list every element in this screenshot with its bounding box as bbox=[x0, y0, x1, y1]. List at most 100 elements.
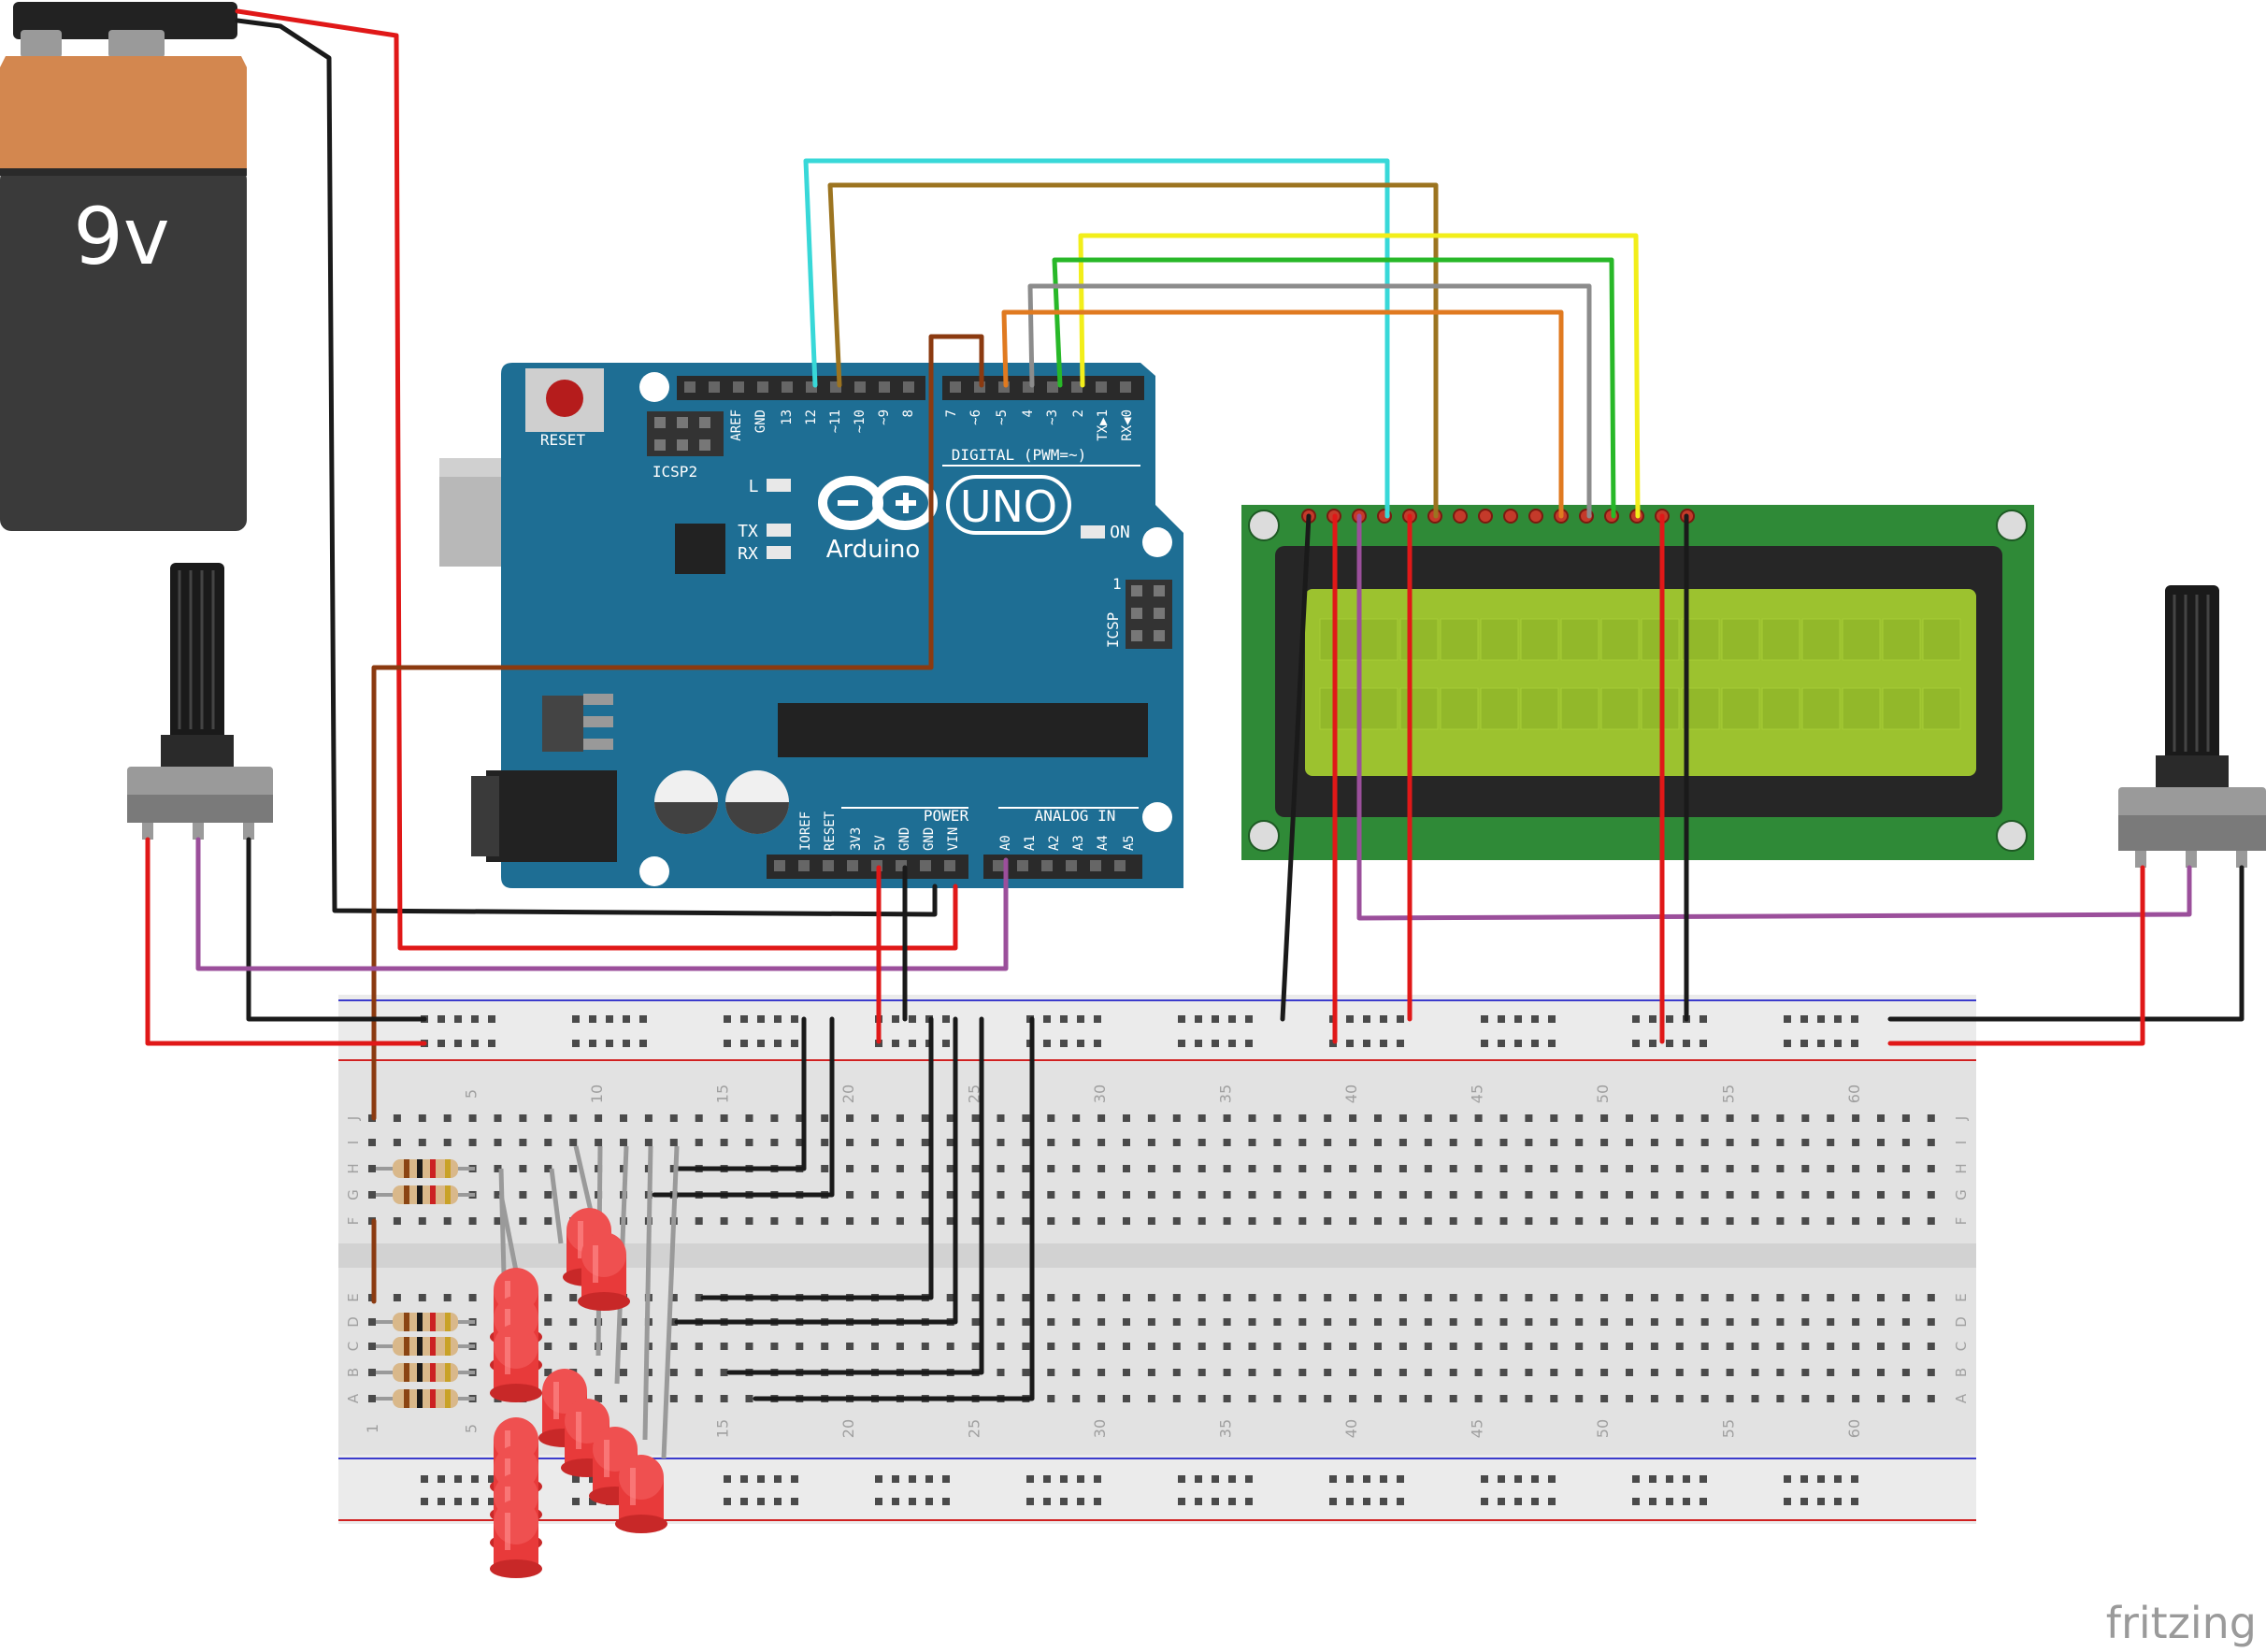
bottom-pin-label: A0 bbox=[998, 835, 1013, 851]
row-letter: B bbox=[1953, 1368, 1970, 1377]
top-pin-label: RX◀0 bbox=[1120, 409, 1135, 441]
model-label: UNO bbox=[960, 481, 1057, 532]
column-number: 25 bbox=[966, 1419, 983, 1438]
wire-pin6-brown bbox=[371, 334, 984, 1121]
led-array bbox=[490, 1208, 667, 1578]
bottom-pin-label: 3V3 bbox=[849, 827, 864, 851]
row-letter: A bbox=[345, 1393, 362, 1403]
top-pin-label: 12 bbox=[804, 409, 819, 425]
icsp2-label: ICSP2 bbox=[653, 463, 697, 481]
wire-pot-left-red bbox=[145, 837, 427, 1046]
wire-jumper-3 bbox=[700, 1016, 934, 1300]
row-letter: D bbox=[345, 1316, 362, 1328]
row-letter: J bbox=[345, 1116, 362, 1121]
top-pin-label: ~9 bbox=[877, 409, 892, 425]
wires bbox=[145, 8, 2244, 1401]
arduino-logo: UNO Arduino bbox=[818, 475, 1071, 564]
led-red bbox=[490, 1500, 542, 1578]
column-number: 50 bbox=[1594, 1085, 1612, 1103]
potentiometer-right bbox=[2118, 585, 2266, 868]
row-letter: G bbox=[345, 1189, 362, 1200]
column-number: 15 bbox=[714, 1419, 732, 1438]
row-letter: D bbox=[1953, 1316, 1970, 1328]
wire-battery-red bbox=[235, 8, 958, 951]
row-letter: I bbox=[1953, 1141, 1970, 1144]
top-pin-label: ~5 bbox=[995, 409, 1010, 425]
top-pin-label: ~11 bbox=[828, 409, 843, 433]
row-letter: B bbox=[345, 1368, 362, 1377]
bottom-pin-label: 5V bbox=[873, 835, 888, 851]
wire-jumper-6 bbox=[753, 1016, 1035, 1401]
row-letter: E bbox=[1953, 1293, 1970, 1301]
column-number: 20 bbox=[839, 1085, 857, 1103]
column-number: 35 bbox=[1217, 1419, 1235, 1438]
column-number: 30 bbox=[1091, 1085, 1109, 1103]
resistor bbox=[376, 1363, 475, 1382]
wire-olive bbox=[827, 182, 1439, 519]
wire-battery-black bbox=[235, 18, 938, 917]
bottom-pin-label: A5 bbox=[1122, 835, 1137, 851]
bottom-pin-label: A3 bbox=[1071, 835, 1086, 851]
resistor bbox=[376, 1389, 475, 1408]
wire-jumper-2 bbox=[652, 1016, 835, 1198]
column-number: 55 bbox=[1720, 1419, 1738, 1438]
wire-gray bbox=[1027, 283, 1592, 519]
row-letter: I bbox=[345, 1141, 362, 1144]
wire-pot-right-red bbox=[1887, 865, 2145, 1046]
top-pin-label: TX▶1 bbox=[1096, 409, 1111, 441]
row-letter: C bbox=[345, 1342, 362, 1351]
resistor bbox=[376, 1159, 475, 1178]
lcd-pin bbox=[1503, 509, 1518, 524]
led-tx-label: TX bbox=[738, 522, 758, 541]
column-number: 50 bbox=[1594, 1419, 1612, 1438]
digital-label: DIGITAL (PWM=~) bbox=[952, 446, 1087, 464]
wire-jumper-1 bbox=[674, 1016, 807, 1171]
column-number: 35 bbox=[1217, 1085, 1235, 1103]
logo-text: Arduino bbox=[826, 536, 921, 564]
power-label: POWER bbox=[924, 807, 969, 825]
icsp-label: ICSP bbox=[1104, 612, 1122, 649]
row-letter: E bbox=[345, 1293, 362, 1301]
led-l-label: L bbox=[749, 477, 759, 496]
led-rx-label: RX bbox=[738, 544, 758, 564]
top-pin-label: 4 bbox=[1021, 409, 1036, 417]
row-letter: A bbox=[1953, 1393, 1970, 1403]
wire-lcd-black-1 bbox=[1280, 513, 1312, 1022]
resistor bbox=[376, 1185, 475, 1204]
top-pin-label: 13 bbox=[780, 409, 795, 425]
row-letter: F bbox=[1953, 1217, 1970, 1226]
wire-pot-left-black bbox=[246, 837, 427, 1022]
row-letter: C bbox=[1953, 1342, 1970, 1351]
resistor bbox=[376, 1313, 475, 1331]
column-number: 40 bbox=[1342, 1419, 1360, 1438]
resistor bbox=[376, 1337, 475, 1356]
column-number: 15 bbox=[714, 1085, 732, 1103]
fritzing-watermark: fritzing bbox=[2106, 1598, 2257, 1648]
analog-label: ANALOG IN bbox=[1035, 807, 1116, 825]
battery-9v: 9v bbox=[0, 2, 247, 531]
wire-jumper-5 bbox=[726, 1016, 984, 1375]
bottom-pin-label: GND bbox=[922, 827, 937, 851]
top-pin-label: 8 bbox=[901, 409, 916, 417]
lcd-pin bbox=[1528, 509, 1543, 524]
column-number: 45 bbox=[1469, 1419, 1486, 1438]
column-number: 55 bbox=[1720, 1085, 1738, 1103]
top-pin-label: ~6 bbox=[968, 409, 983, 425]
column-number: 40 bbox=[1342, 1085, 1360, 1103]
top-pin-label: 2 bbox=[1071, 409, 1086, 417]
resistors bbox=[376, 1159, 475, 1408]
led-red bbox=[615, 1455, 667, 1533]
column-number: 30 bbox=[1091, 1419, 1109, 1438]
top-pin-label: 7 bbox=[944, 409, 959, 417]
bottom-pin-label: GND bbox=[897, 827, 912, 851]
potentiometer-left bbox=[127, 563, 273, 840]
wire-cyan bbox=[803, 158, 1390, 519]
bottom-pin-label: A2 bbox=[1047, 835, 1062, 851]
top-pin-label: AREF bbox=[729, 409, 744, 441]
wire-jumper-4 bbox=[674, 1016, 958, 1325]
wire-lcd-purple bbox=[1356, 513, 2192, 921]
column-number: 5 bbox=[463, 1089, 480, 1099]
column-number: 10 bbox=[588, 1085, 606, 1103]
